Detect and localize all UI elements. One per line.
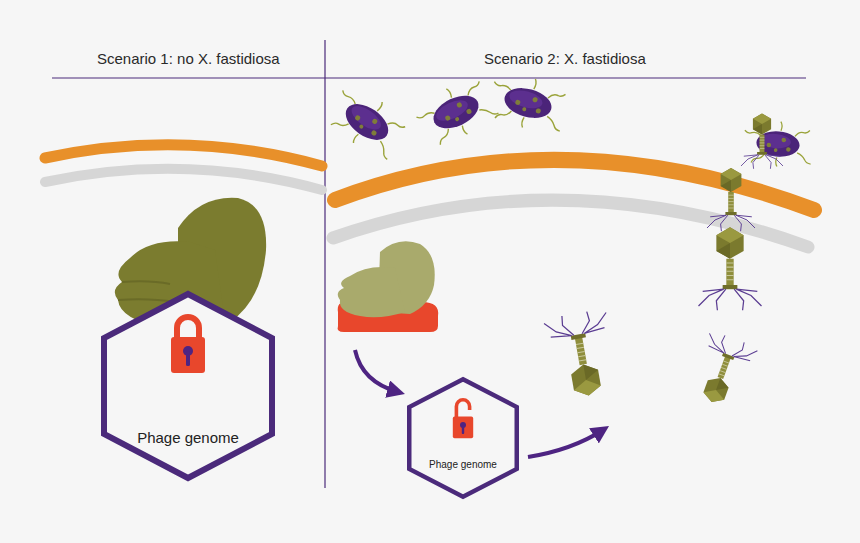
scenario-heading: Scenario 2: X. fastidiosa: [484, 50, 646, 67]
scenario-heading: Scenario 1: no X. fastidiosa: [97, 50, 280, 67]
hexagon-outline: [406, 376, 520, 500]
node-label: Phage genome: [100, 429, 276, 446]
genome-hexagon: Phage genome: [100, 290, 276, 482]
hexagon-outline: [100, 290, 276, 482]
node-label: Phage genome: [406, 459, 520, 470]
lock-icon: [453, 400, 473, 438]
lock-icon: [171, 317, 205, 373]
genome-hexagon: Phage genome: [406, 376, 520, 500]
